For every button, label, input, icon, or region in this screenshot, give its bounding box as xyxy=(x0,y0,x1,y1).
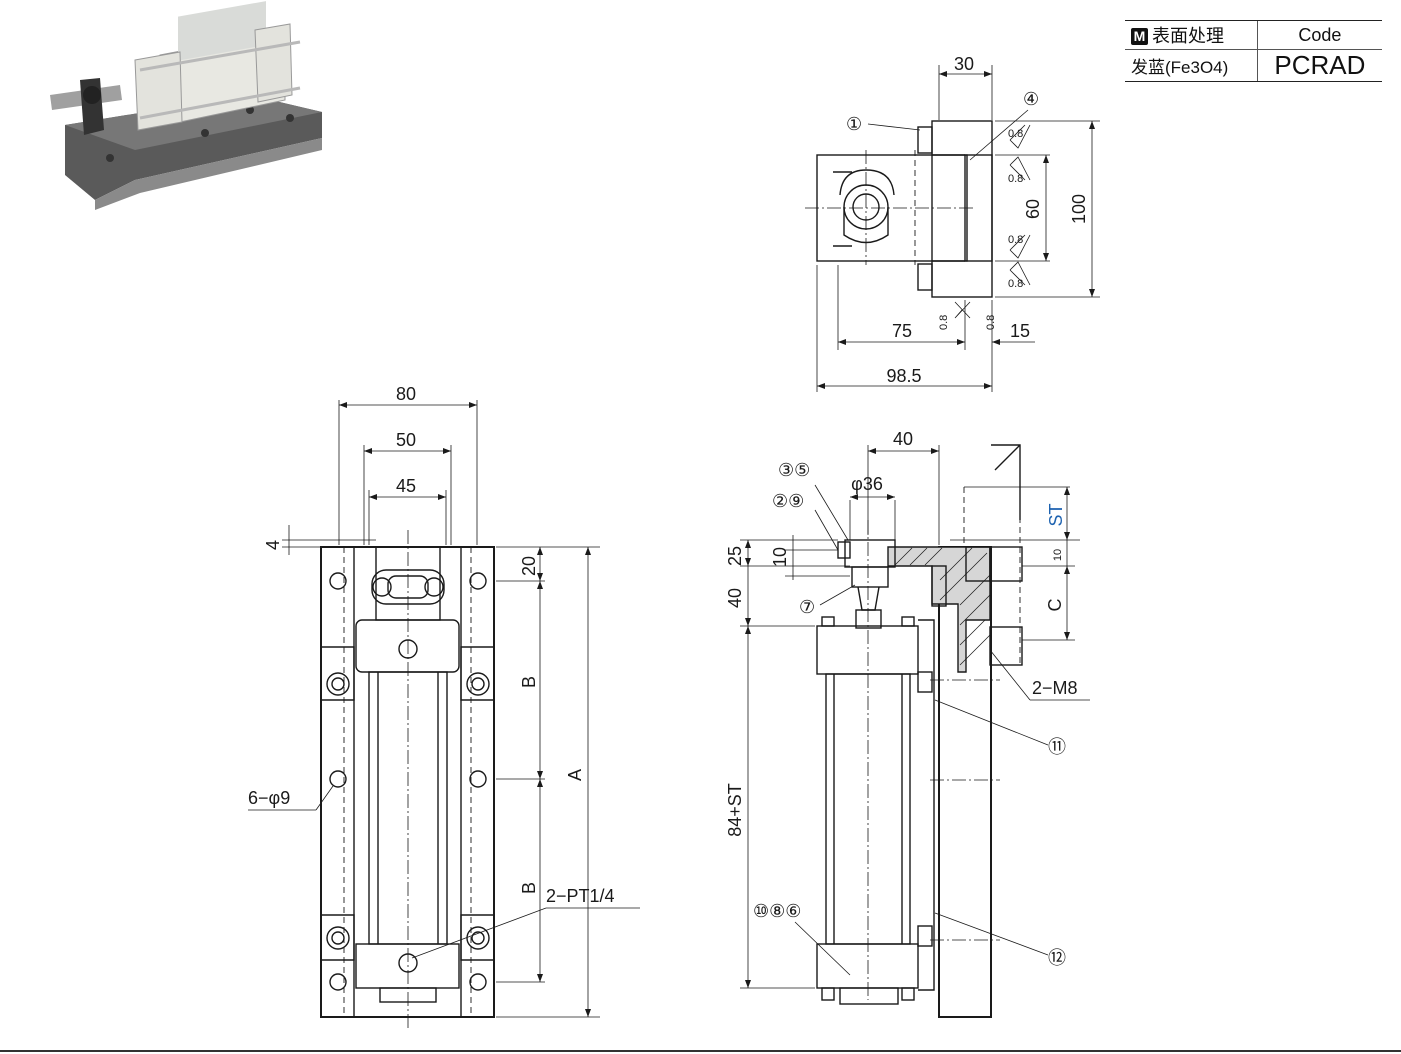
dim-C: C xyxy=(1045,599,1065,612)
surface-label: 表面处理 xyxy=(1152,26,1224,46)
dim-10: 10 xyxy=(770,547,790,567)
dim-100: 100 xyxy=(1069,194,1089,224)
top-view: 30 100 60 0.8 0.8 0.8 0.8 0.8 0.8 75 xyxy=(805,54,1100,392)
dim-B-upper: B xyxy=(519,676,539,688)
dim-10-right: 10 xyxy=(1052,549,1064,561)
dim-40-top: 40 xyxy=(893,429,913,449)
dim-80: 80 xyxy=(396,384,416,404)
dim-phi36: φ36 xyxy=(851,474,883,494)
callout-10-8-6: ⑩⑧⑥ xyxy=(753,901,801,921)
dim-50: 50 xyxy=(396,430,416,450)
dim-15: 15 xyxy=(1010,321,1030,341)
roughness-4: 0.8 xyxy=(1008,278,1023,290)
roughness-2: 0.8 xyxy=(1008,173,1023,185)
roughness-5: 0.8 xyxy=(938,315,950,330)
roughness-3: 0.8 xyxy=(1008,234,1023,246)
roughness-1: 0.8 xyxy=(1008,128,1023,140)
callout-1: ① xyxy=(846,114,862,134)
dim-40-left: 40 xyxy=(725,588,745,608)
bottom-rule xyxy=(0,1050,1401,1052)
side-view: 40 φ36 25 10 40 84+ST ST 10 C 2−M8 xyxy=(725,429,1090,1018)
dim-4: 4 xyxy=(263,540,283,550)
ports-label: 2−PT1/4 xyxy=(546,886,615,906)
callout-12: ⑫ xyxy=(1048,948,1066,968)
roughness-6: 0.8 xyxy=(985,315,997,330)
dim-20: 20 xyxy=(519,556,539,576)
dim-25: 25 xyxy=(725,546,745,566)
callout-4: ④ xyxy=(1023,89,1039,109)
callout-7: ⑦ xyxy=(799,597,815,617)
bolt-holes xyxy=(326,572,490,991)
dim-ST: ST xyxy=(1046,503,1066,526)
m-badge: M xyxy=(1131,28,1148,45)
dim-A: A xyxy=(565,769,585,781)
callout-2-9: ②⑨ xyxy=(772,491,804,511)
surface-value: 发蓝(Fe3O4) xyxy=(1125,49,1258,82)
dim-98-5: 98.5 xyxy=(886,366,921,386)
code-value: PCRAD xyxy=(1256,49,1382,82)
thread-label: 2−M8 xyxy=(1032,678,1078,698)
product-photo xyxy=(50,1,322,210)
front-view: 80 50 45 4 20 B B A 6−φ9 xyxy=(248,384,640,1030)
code-label: Code xyxy=(1256,20,1382,50)
holes-label: 6−φ9 xyxy=(248,788,290,808)
dim-60: 60 xyxy=(1023,199,1043,219)
callout-3-5: ③⑤ xyxy=(778,460,810,480)
dim-45: 45 xyxy=(396,476,416,496)
dim-B-lower: B xyxy=(519,882,539,894)
dim-75: 75 xyxy=(892,321,912,341)
callout-11: ⑪ xyxy=(1048,737,1066,757)
dim-84-st: 84+ST xyxy=(725,783,745,837)
dim-30: 30 xyxy=(954,54,974,74)
